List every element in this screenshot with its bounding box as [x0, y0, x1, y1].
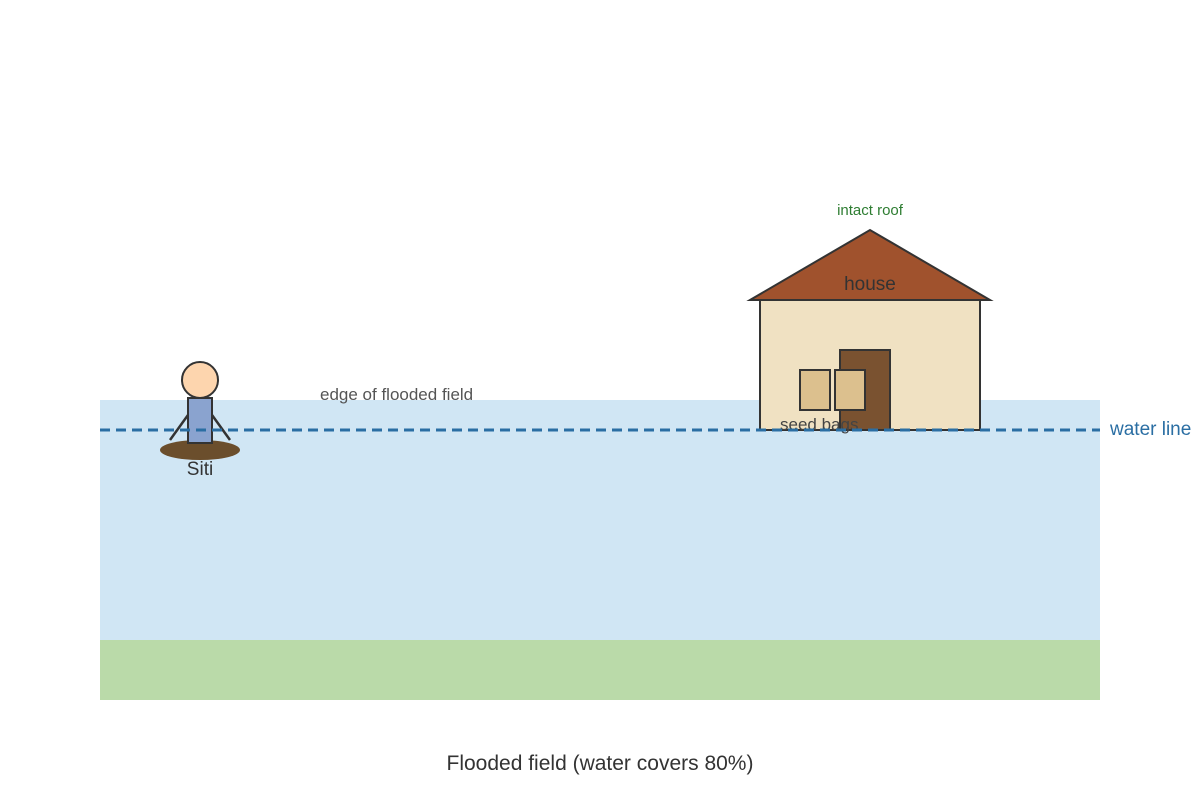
mud-puddle: [160, 440, 240, 460]
seed-bag: [834, 369, 866, 411]
seed-bag: [799, 369, 831, 411]
house-roof: [746, 228, 994, 301]
left-arm: [168, 414, 190, 441]
person-siti: Siti: [160, 361, 240, 480]
right-arm: [210, 414, 232, 441]
roof-label: intact roof: [837, 202, 904, 219]
field-edge-label: edge of flooded field: [320, 385, 473, 404]
person-label: Siti: [187, 459, 213, 480]
house-label: house: [844, 274, 896, 295]
person-body: [187, 397, 213, 444]
diagram-caption: Flooded field (water covers 80%): [447, 752, 754, 775]
person-head: [181, 361, 219, 399]
ground-strip: [100, 640, 1100, 700]
water-line-label: water line: [1109, 419, 1191, 440]
house: house intact roof seed bags: [746, 202, 994, 434]
flood-water: [100, 400, 1100, 640]
